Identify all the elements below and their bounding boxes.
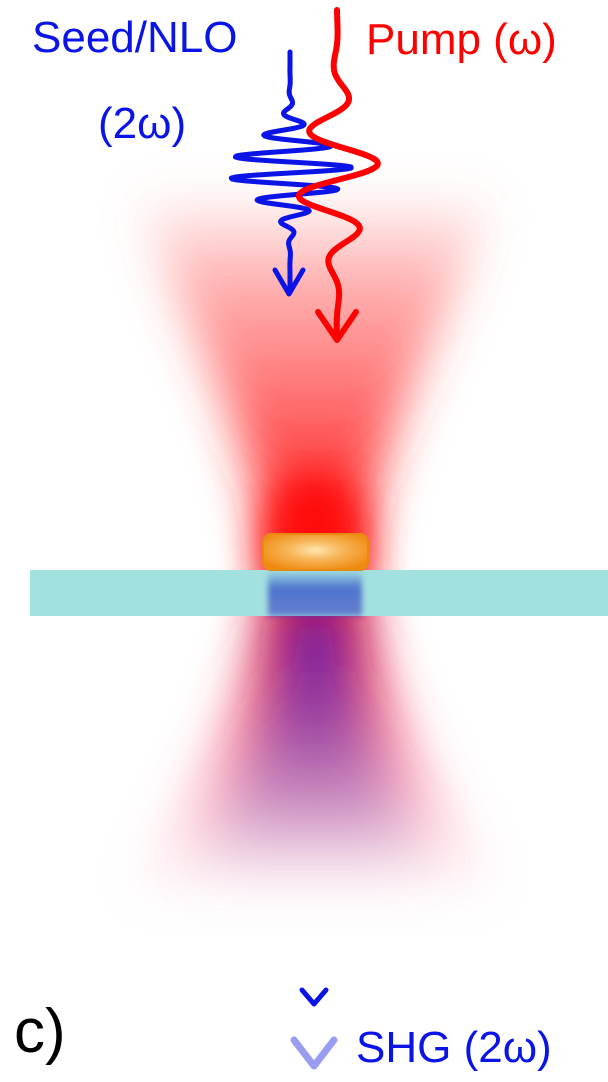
panel-label: c): [14, 997, 66, 1066]
shg-output-arrows: [294, 990, 334, 1066]
pump-label: Pump (ω): [366, 15, 557, 64]
shg-arrow-light-icon: [294, 1040, 334, 1066]
shg-arrow-dark-icon: [302, 990, 326, 1004]
seed-label: Seed/NLO: [32, 13, 237, 62]
shg-label: SHG (2ω): [356, 1023, 552, 1072]
nanoparticle: [263, 534, 368, 570]
substrate-beam-overlap: [268, 570, 362, 616]
seed-frequency-label: (2ω): [98, 99, 186, 148]
